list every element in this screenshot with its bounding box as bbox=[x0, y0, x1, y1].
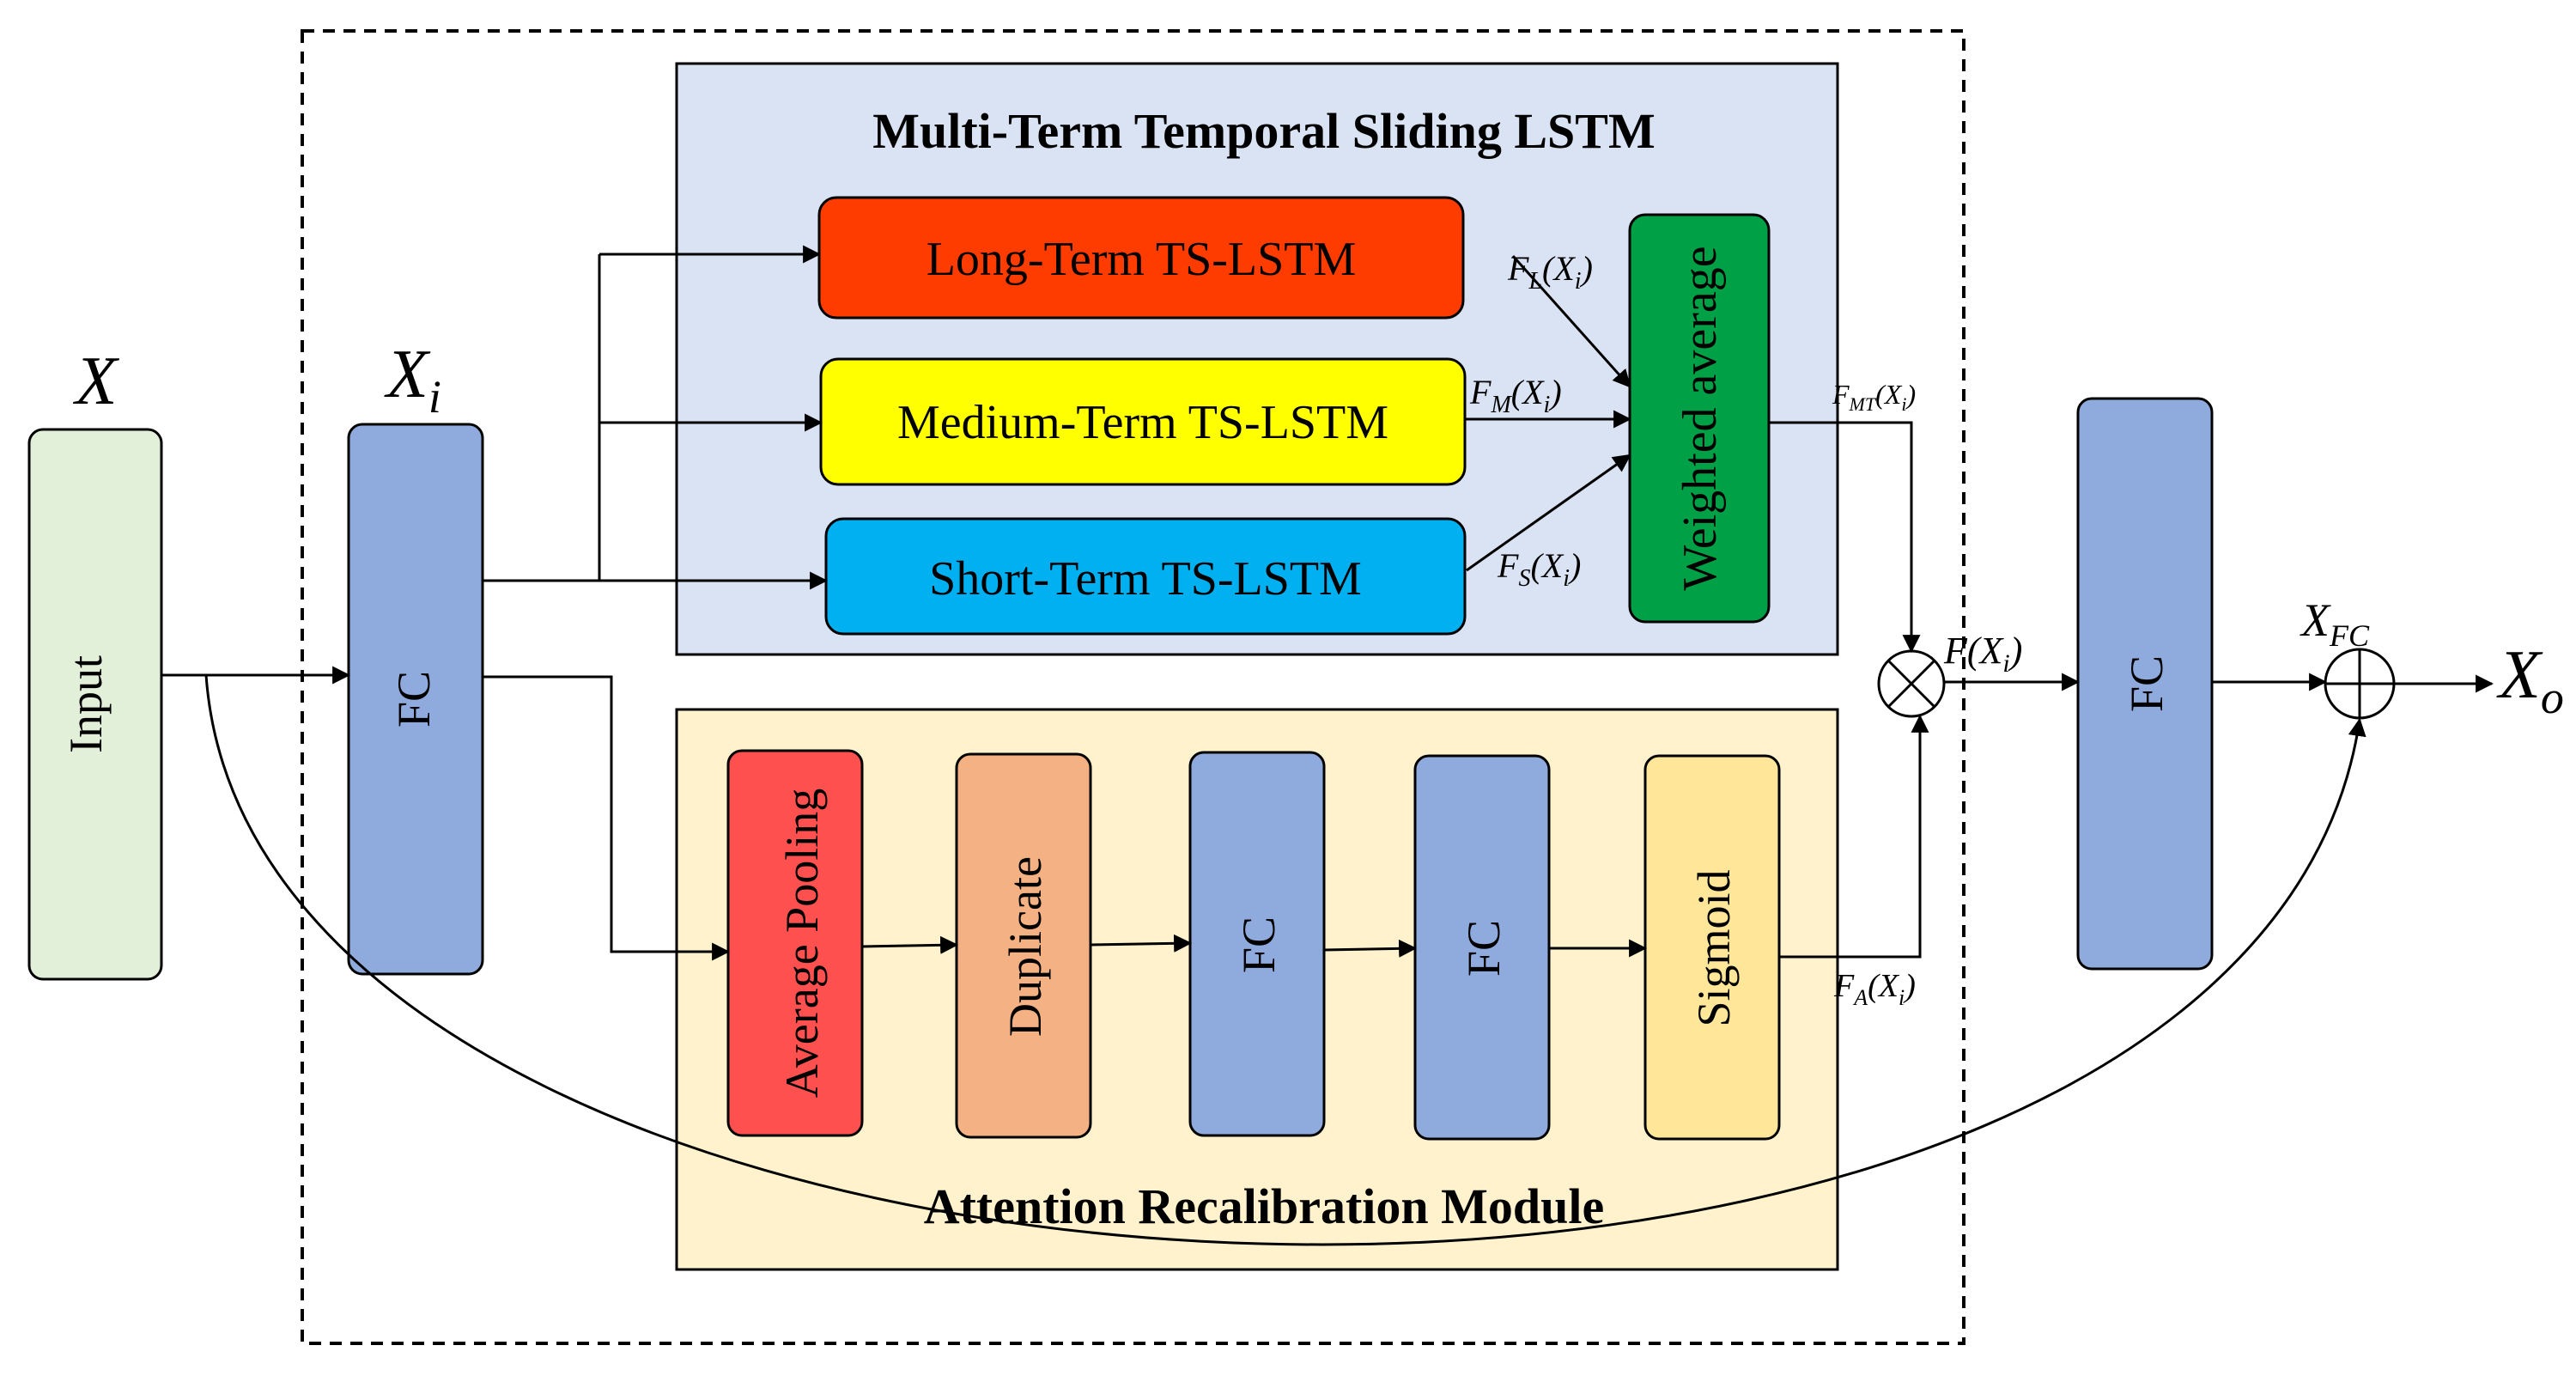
weighted-average-label: Weighted average bbox=[1674, 246, 1727, 590]
multiply-operator-icon bbox=[1877, 649, 1946, 718]
fc-b-label: FC bbox=[1458, 920, 1510, 977]
average-pooling-label: Average Pooling bbox=[776, 788, 828, 1098]
fs-label: FS(Xi) bbox=[1497, 546, 1581, 592]
edge-long-weighted bbox=[1511, 254, 1631, 388]
fc-left-block bbox=[347, 423, 484, 976]
edge-fca-fcb bbox=[1323, 939, 1418, 958]
input-block bbox=[27, 428, 163, 981]
fx-label: F(Xi) bbox=[1943, 630, 2022, 678]
outer-dashed-boundary bbox=[301, 29, 1965, 1345]
add-operator-icon bbox=[2324, 648, 2396, 720]
fc-right-label: FC bbox=[2121, 655, 2172, 712]
xfc-symbol: XFC bbox=[2300, 594, 2370, 653]
duplicate-label: Duplicate bbox=[999, 856, 1051, 1037]
short-term-label: Short-Term TS-LSTM bbox=[929, 552, 1362, 606]
edge-duplicate-fca bbox=[1090, 934, 1193, 953]
fm-label: FM(Xi) bbox=[1469, 373, 1562, 418]
fmt-label: FMT(Xi) bbox=[1832, 379, 1916, 415]
edge-sigmoid-multiply bbox=[1779, 714, 1929, 959]
fc-left-label: FC bbox=[388, 671, 440, 728]
edge-fc-attention bbox=[483, 675, 731, 961]
sigmoid-label: Sigmoid bbox=[1688, 869, 1740, 1026]
multi-term-title: Multi-Term Temporal Sliding LSTM bbox=[872, 103, 1656, 159]
edge-pool-duplicate bbox=[861, 935, 959, 954]
edge-residual-skip bbox=[204, 674, 2366, 1246]
fc-a-label: FC bbox=[1233, 916, 1285, 973]
edge-weighted-multiply bbox=[1769, 421, 1921, 654]
x-input-symbol: X bbox=[73, 344, 120, 419]
xo-symbol: Xo bbox=[2496, 637, 2564, 723]
fa-label: FA(Xi) bbox=[1833, 968, 1916, 1010]
xi-symbol: Xi bbox=[384, 337, 441, 423]
long-term-label: Long-Term TS-LSTM bbox=[927, 233, 1357, 286]
input-label: Input bbox=[60, 655, 112, 753]
edge-short-weighted bbox=[1466, 454, 1631, 572]
fl-label: FL(Xi) bbox=[1507, 249, 1593, 295]
medium-term-label: Medium-Term TS-LSTM bbox=[897, 396, 1388, 449]
